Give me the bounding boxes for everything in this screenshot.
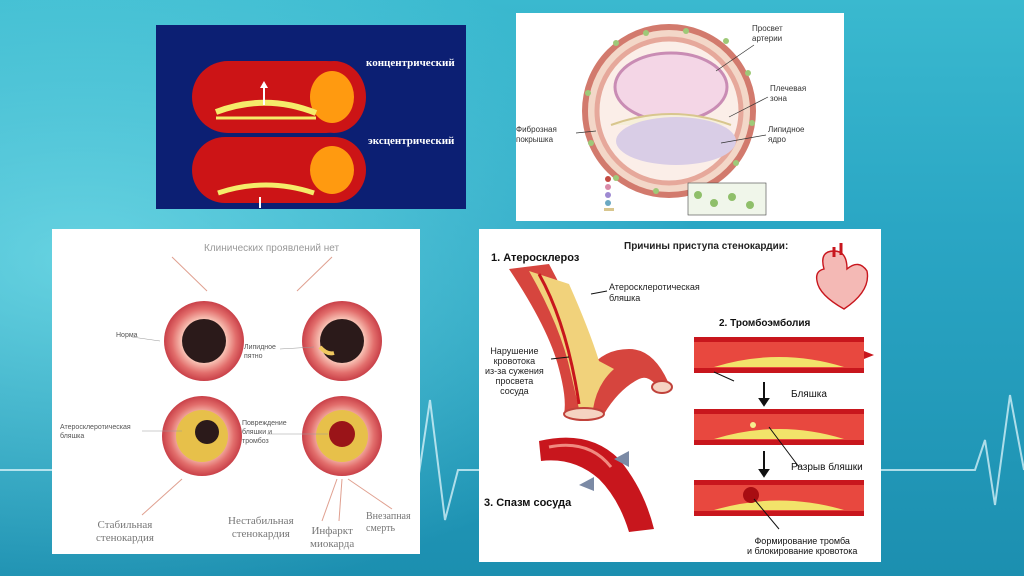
no-symptoms-label: Клинических проявлений нет [204, 243, 340, 254]
artery-cross-section [575, 24, 769, 216]
sudden-death-label: Внезапная смерть [366, 511, 411, 534]
lipid-core-label: Липидное ядро [768, 125, 805, 144]
thromboembolism-vessel-3 [694, 480, 864, 516]
plaque-types-panel: концентрический эксцентрический [156, 25, 466, 209]
thromboembolism-vessel-2 [694, 409, 864, 445]
unstable-angina-label: Нестабильная стенокардия [228, 515, 294, 540]
atherosclerotic-plaque-label: Атеросклеротическая бляшка [609, 282, 700, 303]
lumen-label: Просвет артерии [752, 24, 783, 43]
angina-causes-panel: Причины приступа стенокардии: 1. Атероск… [479, 229, 881, 562]
eccentric-vessel [192, 137, 366, 208]
thrombus-formation-label: Формирование тромба и блокирование крово… [747, 536, 858, 556]
cause-thromboembolism: 2. Тромбоэмболия [719, 318, 811, 329]
cause-spasm: 3. Спазм сосуда [484, 497, 572, 509]
artery-section-panel: Просвет артерии Плечевая зона Фиброзная … [516, 13, 844, 221]
atherosclerotic-plaque-artery [162, 396, 242, 476]
angina-causes-title: Причины приступа стенокардии: [624, 241, 789, 252]
atherosclerosis-progression-panel: Клинических проявлений нет Норма Липидно… [52, 229, 420, 554]
plaque-types-illustration [192, 61, 366, 208]
plaque-rupture-label: Разрыв бляшки [791, 462, 863, 473]
concentric-vessel [192, 61, 366, 133]
fibrous-cap-label: Фиброзная покрышка [516, 125, 557, 144]
spasm-vessel [539, 437, 654, 532]
lipid-spot-artery [302, 301, 382, 381]
blood-flow-label: Нарушение кровотока из-за сужения просве… [485, 346, 544, 396]
eccentric-label: эксцентрический [368, 135, 455, 147]
legend [604, 176, 767, 216]
lipid-spot-label: Липидное пятно [244, 344, 276, 360]
mi-label: Инфаркт миокарда [310, 525, 355, 550]
heart-icon [815, 243, 869, 310]
plaque-damage-label: Повреждение бляшки и тромбоз [242, 420, 287, 445]
shoulder-zone-label: Плечевая зона [770, 84, 807, 103]
stable-angina-label: Стабильная стенокардия [96, 519, 154, 544]
atherosclerotic-plaque-label: Атеросклеротическая бляшка [60, 424, 131, 440]
normal-label: Норма [116, 332, 138, 339]
normal-artery [164, 301, 244, 381]
progression-illustration [131, 256, 393, 522]
angina-causes-illustration [509, 243, 874, 532]
branching-vessel [509, 264, 673, 421]
plaque-label: Бляшка [791, 389, 827, 400]
thrombosis-artery [302, 396, 382, 476]
concentric-label: концентрический [366, 57, 455, 69]
thromboembolism-vessel-1 [694, 337, 874, 373]
cause-atherosclerosis: 1. Атеросклероз [491, 252, 580, 264]
